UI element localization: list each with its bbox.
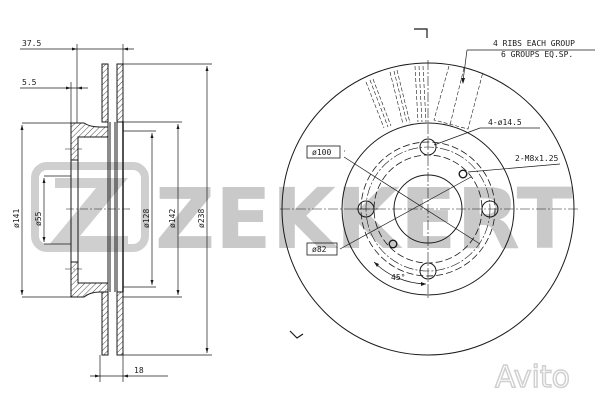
front-view-arrows bbox=[374, 78, 465, 286]
watermark-logo-frame bbox=[31, 162, 149, 252]
inboard-friction-plate bbox=[116, 63, 124, 356]
dim-inner-friction-dia-label: ø128 bbox=[142, 209, 151, 228]
dim-center-bore-label: ø55 bbox=[34, 211, 43, 226]
threaded-holes-note: 2-M8x1.25 bbox=[515, 154, 559, 163]
pcd-label: ø100 bbox=[312, 148, 331, 157]
dimension-arrows bbox=[20, 47, 209, 378]
dim-offset-label: 37.5 bbox=[22, 39, 41, 48]
bolt-hole-bottom bbox=[419, 262, 437, 280]
watermark-brand-text: ZEKKERT bbox=[155, 170, 573, 268]
pilot-label: ø82 bbox=[312, 245, 327, 254]
angle-label: 45° bbox=[391, 273, 405, 282]
outboard-friction-plate bbox=[101, 63, 109, 356]
section-view bbox=[20, 44, 212, 382]
pilot-box bbox=[306, 242, 338, 256]
section-marker-bottom bbox=[289, 330, 304, 339]
front-view bbox=[280, 28, 595, 356]
dim-hat-step-dia-label: ø142 bbox=[168, 209, 177, 228]
hat-section bbox=[70, 122, 109, 298]
dim-disc-thickness-label: 18 bbox=[134, 366, 144, 375]
dim-outer-dia-label: ø238 bbox=[197, 209, 206, 228]
cooling-ribs bbox=[365, 65, 484, 130]
zekkert-watermark: ZEKKERT Avito bbox=[31, 162, 573, 396]
section-marker-top bbox=[414, 28, 428, 38]
pcd-box bbox=[306, 145, 341, 159]
ribs-note-line1: 4 RIBS EACH GROUP bbox=[493, 39, 575, 48]
threaded-hole-1 bbox=[458, 169, 468, 179]
avito-watermark: Avito bbox=[495, 360, 570, 395]
dim-hat-outer-dia-label: ø141 bbox=[12, 209, 21, 228]
bolt-holes-note: 4-ø14.5 bbox=[488, 118, 522, 127]
watermark-logo-z bbox=[48, 178, 128, 246]
dim-hat-thickness-label: 5.5 bbox=[22, 78, 37, 87]
bolt-hole-top bbox=[419, 138, 437, 156]
ribs-note-line2: 6 GROUPS EQ.SP. bbox=[501, 50, 573, 59]
threaded-hole-2 bbox=[388, 239, 398, 249]
